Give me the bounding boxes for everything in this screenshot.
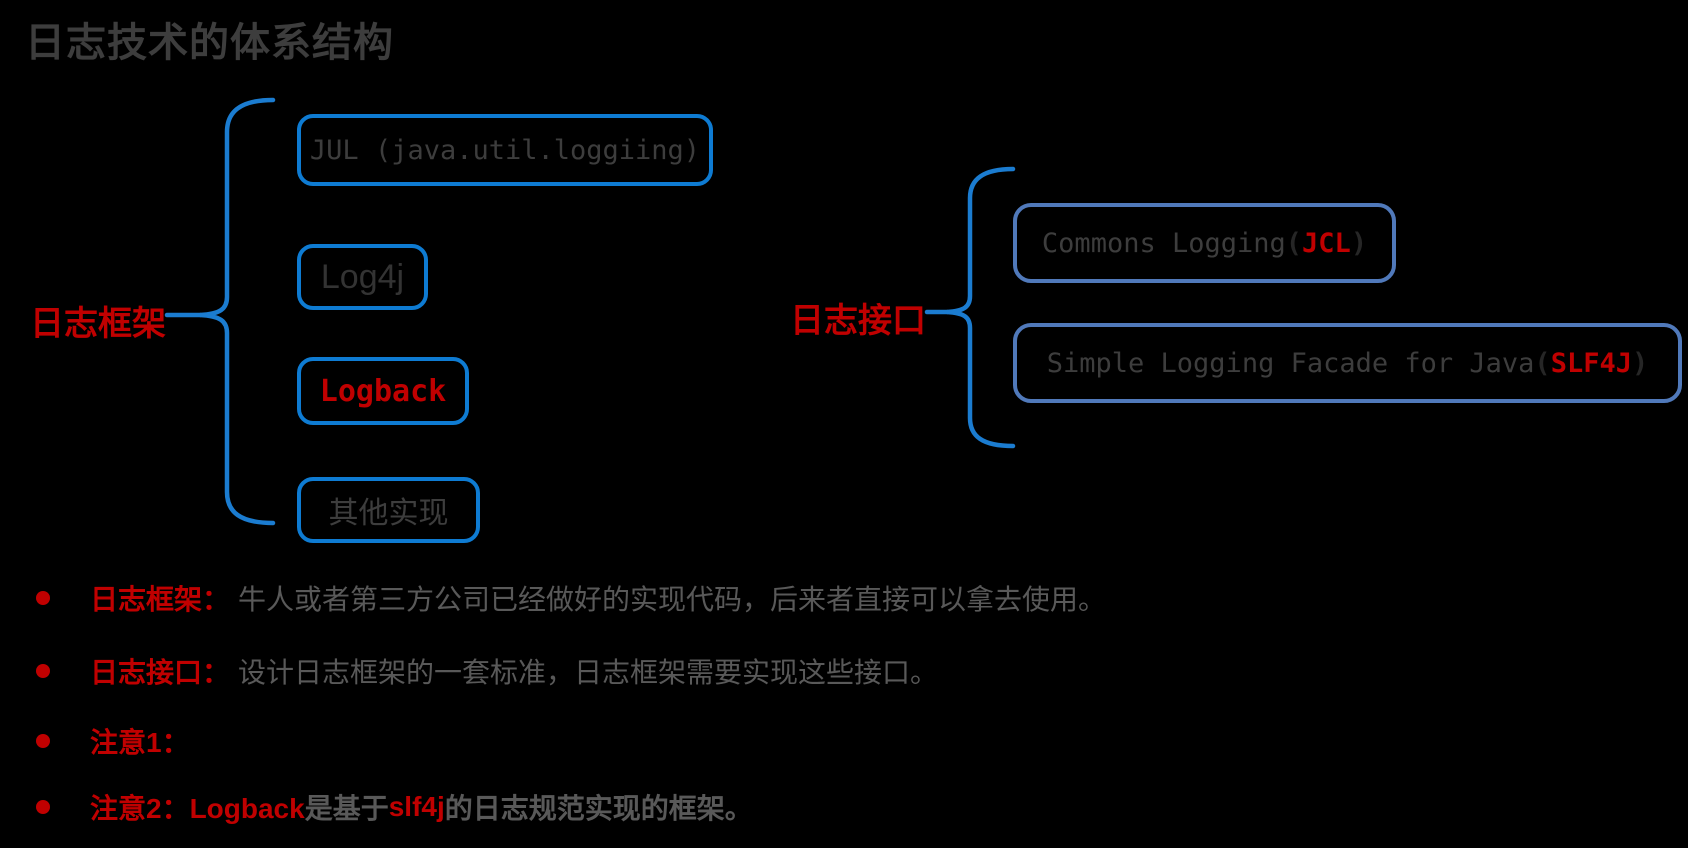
node-jcl-prefix: Commons Logging (1041, 227, 1286, 259)
bullet-icon (36, 800, 50, 814)
framework-group-label: 日志框架 (30, 305, 166, 343)
node-slf4j-paren-close: ) (1631, 347, 1649, 379)
right-brace (924, 166, 1016, 449)
node-jcl-highlight: JCL (1302, 227, 1351, 259)
note-framework: 日志框架： 牛人或者第三方公司已经做好的实现代码，后来者直接可以拿去使用。 (36, 578, 1106, 618)
node-jcl-paren-open: ( (1285, 227, 1303, 259)
left-brace (164, 97, 276, 526)
note-framework-text: 牛人或者第三方公司已经做好的实现代码，后来者直接可以拿去使用。 (238, 584, 1107, 615)
node-log4j-label: Log4j (320, 257, 405, 296)
node-slf4j-paren-open: ( (1534, 347, 1551, 379)
node-log4j: Log4j (297, 244, 428, 310)
node-jul: JUL (java.util.loggiing) (297, 114, 713, 186)
note-attention-2-red-2: slf4j (388, 791, 445, 822)
bullet-icon (36, 734, 50, 748)
node-other-impl-label: 其他实现 (328, 497, 449, 530)
node-other-impl: 其他实现 (297, 477, 480, 543)
note-attention-2-red-1: 注意2：Logback (90, 793, 305, 824)
note-attention-2: 注意2：Logback 是基于 slf4j 的日志规范实现的框架。 (36, 787, 753, 827)
node-jcl: Commons Logging (JCL) (1013, 203, 1396, 283)
note-interface: 日志接口： 设计日志框架的一套标准，日志框架需要实现这些接口。 (36, 651, 938, 691)
node-slf4j-highlight: SLF4J (1550, 347, 1632, 379)
note-attention-2-gray-2: 的日志规范实现的框架。 (444, 793, 753, 824)
note-interface-text: 设计日志框架的一套标准，日志框架需要实现这些接口。 (238, 657, 939, 688)
bullet-icon (36, 664, 50, 678)
node-jul-label: JUL (java.util.loggiing) (309, 134, 701, 166)
node-slf4j-prefix: Simple Logging Facade for Java (1046, 347, 1535, 379)
interface-group-label: 日志接口 (790, 302, 926, 340)
note-interface-label: 日志接口： (90, 657, 231, 688)
page-title: 日志技术的体系结构 (25, 21, 394, 65)
bullet-icon (36, 591, 50, 605)
note-attention-1: 注意1： (36, 721, 198, 761)
node-logback: Logback (297, 357, 469, 425)
node-logback-label: Logback (319, 373, 447, 409)
note-attention-1-label: 注意1： (90, 727, 190, 758)
note-attention-2-gray-1: 是基于 (304, 793, 389, 824)
node-jcl-paren-close: ) (1350, 227, 1368, 259)
note-framework-label: 日志框架： (90, 584, 231, 615)
node-slf4j: Simple Logging Facade for Java (SLF4J) (1013, 323, 1682, 403)
